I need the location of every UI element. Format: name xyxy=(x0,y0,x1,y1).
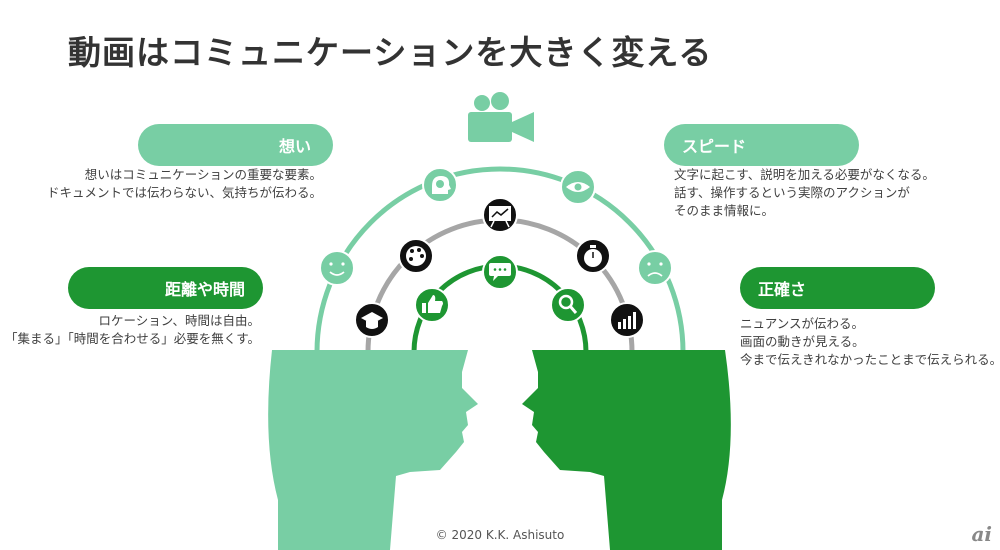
accuracy-description: ニュアンスが伝わる。 画面の動きが見える。 今まで伝えきれなかったことまで伝えら… xyxy=(740,315,1000,369)
magnifier-icon xyxy=(550,287,586,323)
description-line: ドキュメントでは伝わらない、気持ちが伝わる。 xyxy=(46,185,322,200)
distance-time-description: ロケーション、時間は自由。 「集まる」「時間を合わせる」必要を無くす。 xyxy=(5,312,260,348)
sad-face-icon xyxy=(637,250,673,286)
description-line: 想いはコミュニケーションの重要な要素。 xyxy=(84,167,322,182)
page-title: 動画はコミュニケーションを大きく変える xyxy=(68,33,713,72)
description-line: ニュアンスが伝わる。 xyxy=(740,316,865,331)
eye-icon xyxy=(560,169,596,205)
presentation-board-icon xyxy=(482,197,518,233)
palette-icon xyxy=(398,238,434,274)
feelings-label: 想い xyxy=(138,124,333,166)
video-camera-icon xyxy=(468,92,534,142)
description-line: 今まで伝えきれなかったことまで伝えられる。 xyxy=(740,352,1000,367)
description-line: 話す、操作するという実際のアクションが xyxy=(674,185,910,200)
right-head xyxy=(522,350,731,550)
description-line: 「集まる」「時間を合わせる」必要を無くす。 xyxy=(4,331,260,346)
stopwatch-icon xyxy=(575,238,611,274)
description-line: 画面の動きが見える。 xyxy=(740,334,865,349)
accuracy-label: 正確さ xyxy=(740,267,935,309)
speed-label: スピード xyxy=(664,124,859,166)
left-head xyxy=(268,350,478,550)
description-line: そのまま情報に。 xyxy=(674,203,775,218)
distance-time-label: 距離や時間 xyxy=(68,267,263,309)
thumbs-up-icon xyxy=(414,287,450,323)
feelings-description: 想いはコミュニケーションの重要な要素。 ドキュメントでは伝わらない、気持ちが伝わ… xyxy=(47,166,322,202)
speed-description: 文字に起こす、説明を加える必要がなくなる。 話す、操作するという実際のアクション… xyxy=(674,166,935,220)
brain-head-icon xyxy=(422,167,458,203)
chat-bubbles-icon xyxy=(482,254,518,290)
ai-logo: ai xyxy=(971,522,992,546)
copyright: © 2020 K.K. Ashisuto xyxy=(435,528,565,542)
description-line: ロケーション、時間は自由。 xyxy=(98,313,260,328)
bar-chart-icon xyxy=(609,302,645,338)
graduation-cap-icon xyxy=(354,302,390,338)
smiley-icon xyxy=(319,250,355,286)
description-line: 文字に起こす、説明を加える必要がなくなる。 xyxy=(674,167,935,182)
